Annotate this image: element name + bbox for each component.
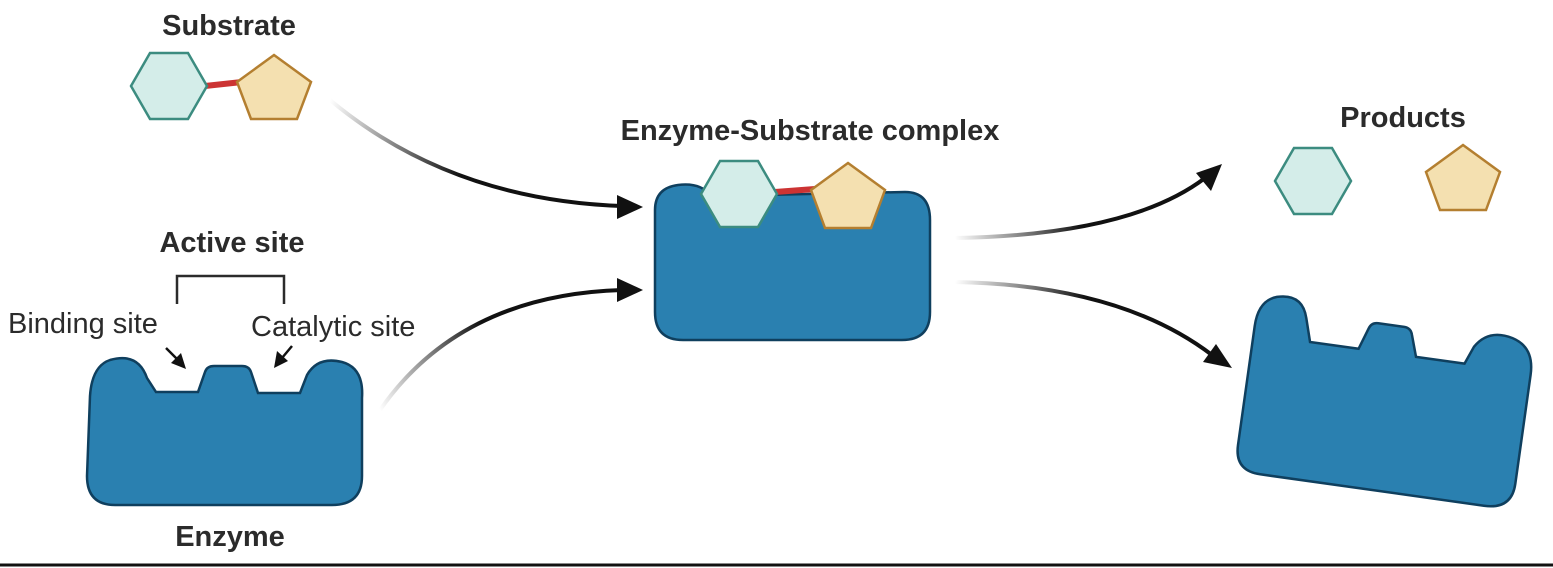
substrate-molecule	[129, 51, 313, 121]
products-label: Products	[1340, 102, 1466, 134]
product-hexagon	[1273, 146, 1353, 216]
arrow-substrate-to-complex	[328, 98, 643, 219]
complex-label: Enzyme-Substrate complex	[621, 115, 1000, 147]
active-site-label: Active site	[159, 227, 304, 259]
enzyme-shape	[85, 356, 364, 507]
product-pentagon	[1424, 143, 1502, 212]
binding-site-pointer	[165, 347, 186, 369]
enzyme-label: Enzyme	[175, 521, 285, 553]
active-site-bracket	[175, 274, 286, 304]
catalytic-site-pointer	[274, 345, 293, 368]
catalytic-site-label: Catalytic site	[251, 311, 415, 343]
released-enzyme-shape	[1236, 295, 1533, 508]
complex-enzyme-shape	[653, 183, 932, 342]
complex-pentagon	[809, 161, 887, 230]
substrate-pentagon	[235, 53, 313, 121]
arrow-enzyme-to-complex	[378, 278, 643, 412]
complex-hexagon	[699, 159, 779, 229]
substrate-bond	[204, 79, 243, 89]
arrow-complex-to-products	[954, 164, 1222, 240]
substrate-hexagon	[129, 51, 209, 121]
substrate-label: Substrate	[162, 10, 296, 42]
binding-site-label: Binding site	[8, 308, 158, 340]
complex-bond	[774, 186, 816, 195]
complex-substrate	[699, 159, 887, 230]
arrow-complex-to-free-enzyme	[954, 280, 1232, 368]
